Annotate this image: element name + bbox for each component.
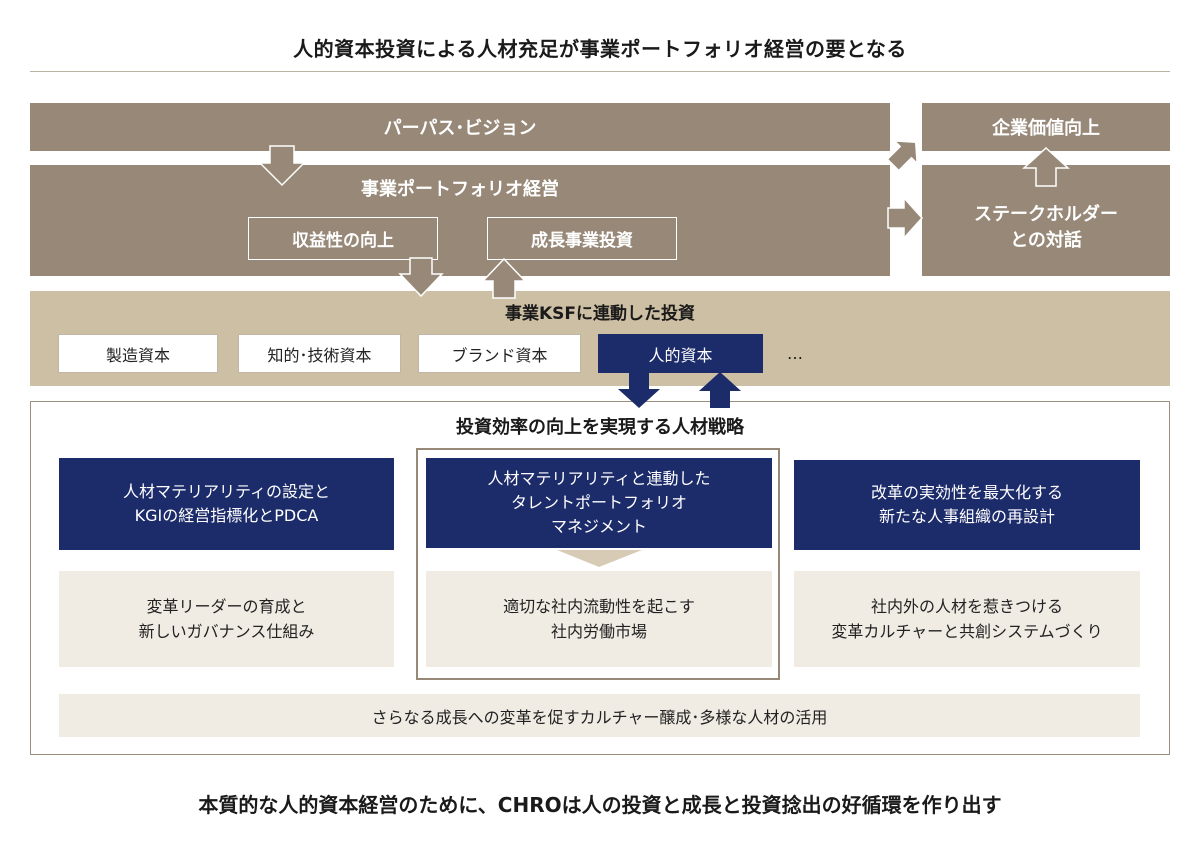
stakeholder-line2: との対話 <box>1010 230 1082 251</box>
growth-invest-box: 成長事業投資 <box>487 217 677 260</box>
talent-portfolio-line1: 人材マテリアリティと連動した <box>487 469 711 488</box>
portfolio-to-stakeholder-arrow <box>887 196 924 240</box>
capital-intellectual: 知的･技術資本 <box>238 334 401 373</box>
corporate-value-box: 企業価値向上 <box>922 103 1170 151</box>
leader-governance-line2: 新しいガバナンス仕組み <box>138 622 315 641</box>
materiality-kgi-box: 人材マテリアリティの設定と KGIの経営指標化とPDCA <box>59 458 394 550</box>
talent-portfolio-line2: タレントポートフォリオ <box>510 493 687 512</box>
conclusion-title: 本質的な人的資本経営のために、CHROは人の投資と成長と投資捻出の好循環を作り出… <box>198 792 1002 817</box>
culture-diversity-bar: さらなる成長への変革を促すカルチャー醸成･多様な人材の活用 <box>59 694 1140 737</box>
page-title: 人的資本投資による人材充足が事業ポートフォリオ経営の要となる <box>293 36 907 61</box>
internal-labor-market-line1: 適切な社内流動性を起こす <box>503 597 695 616</box>
portfolio-title: 事業ポートフォリオ経営 <box>361 179 559 200</box>
purpose-vision-bar: パーパス･ビジョン <box>30 103 890 151</box>
talent-portfolio-box: 人材マテリアリティと連動した タレントポートフォリオ マネジメント <box>426 458 772 548</box>
portfolio-panel: 事業ポートフォリオ経営 <box>30 165 890 276</box>
materiality-kgi-line2: KGIの経営指標化とPDCA <box>134 506 319 525</box>
leader-governance-line1: 変革リーダーの育成と <box>146 597 307 616</box>
hr-org-redesign-line2: 新たな人事組織の再設計 <box>878 507 1055 526</box>
title-divider <box>30 71 1170 72</box>
internal-labor-market-box: 適切な社内流動性を起こす 社内労働市場 <box>426 571 772 667</box>
profit-box: 収益性の向上 <box>248 217 438 260</box>
talent-portfolio-highlight <box>416 448 780 680</box>
culture-cocreation-line1: 社内外の人材を惹きつける <box>870 597 1063 616</box>
internal-labor-market-line2: 社内労働市場 <box>550 622 647 641</box>
hr-org-redesign-line1: 改革の実効性を最大化する <box>870 483 1063 502</box>
stakeholder-line1: ステークホルダー <box>974 204 1118 225</box>
talent-portfolio-line3: マネジメント <box>550 517 647 536</box>
capital-ellipsis: … <box>787 343 803 363</box>
culture-cocreation-box: 社内外の人材を惹きつける 変革カルチャーと共創システムづくり <box>794 571 1140 667</box>
capital-brand: ブランド資本 <box>418 334 581 373</box>
materiality-kgi-line1: 人材マテリアリティの設定と <box>122 482 331 501</box>
ksf-title: 事業KSFに連動した投資 <box>504 303 696 324</box>
strategy-title: 投資効率の向上を実現する人材戦略 <box>456 417 744 438</box>
leader-governance-box: 変革リーダーの育成と 新しいガバナンス仕組み <box>59 571 394 667</box>
capital-human: 人的資本 <box>598 334 763 373</box>
hr-org-redesign-box: 改革の実効性を最大化する 新たな人事組織の再設計 <box>794 460 1140 550</box>
stakeholder-box: ステークホルダー との対話 <box>922 165 1170 276</box>
capital-manufacturing: 製造資本 <box>58 334 218 373</box>
culture-cocreation-line2: 変革カルチャーと共創システムづくり <box>831 622 1103 641</box>
